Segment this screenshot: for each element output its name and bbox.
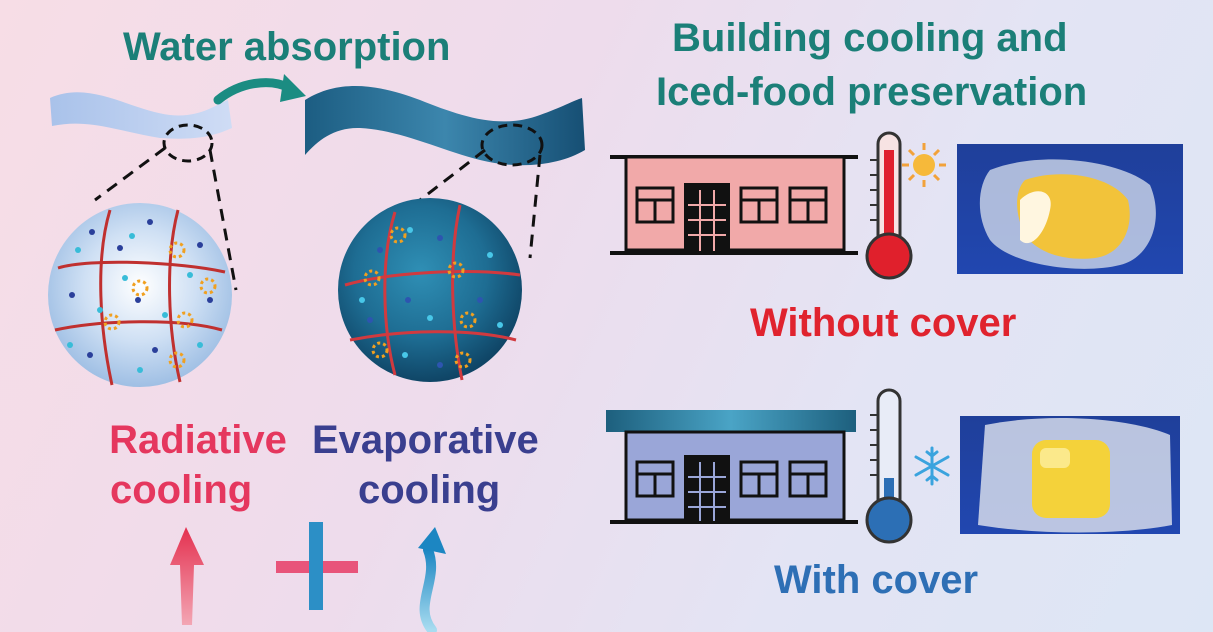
light-ribbon [50, 92, 232, 139]
with-cover-label: With cover [774, 558, 979, 602]
up-arrow-icon [170, 527, 204, 625]
food-bag-frozen [960, 416, 1180, 534]
dark-ribbon [305, 86, 585, 166]
snowflake-icon [914, 446, 950, 486]
without-cover-label: Without cover [750, 301, 1017, 345]
food-bag-melted [957, 144, 1183, 274]
radiative-label-line1: Radiative [109, 418, 287, 462]
absorption-arrow [213, 78, 295, 105]
curved-arrow-icon [418, 527, 446, 632]
building-cooling-title-line2: Iced-food preservation [656, 70, 1088, 114]
thermometer-hot-icon [865, 131, 913, 280]
zoom-circle-right [480, 123, 544, 167]
sun-icon [902, 143, 946, 187]
evaporative-label-line2: cooling [358, 468, 501, 512]
thermometer-cold-icon [865, 388, 913, 544]
evaporative-label-line1: Evaporative [312, 418, 539, 462]
water-absorption-title: Water absorption [123, 25, 451, 69]
building-cooling-title-line1: Building cooling and [672, 16, 1068, 60]
light-sphere [48, 203, 232, 387]
plus-icon [276, 522, 358, 610]
absorption-arrow-head [280, 74, 306, 102]
radiative-label-line2: cooling [110, 468, 253, 512]
dark-sphere [338, 198, 522, 382]
zoom-circle-left [162, 123, 214, 163]
building-with-cover [606, 410, 858, 524]
building-without-cover [610, 155, 858, 255]
